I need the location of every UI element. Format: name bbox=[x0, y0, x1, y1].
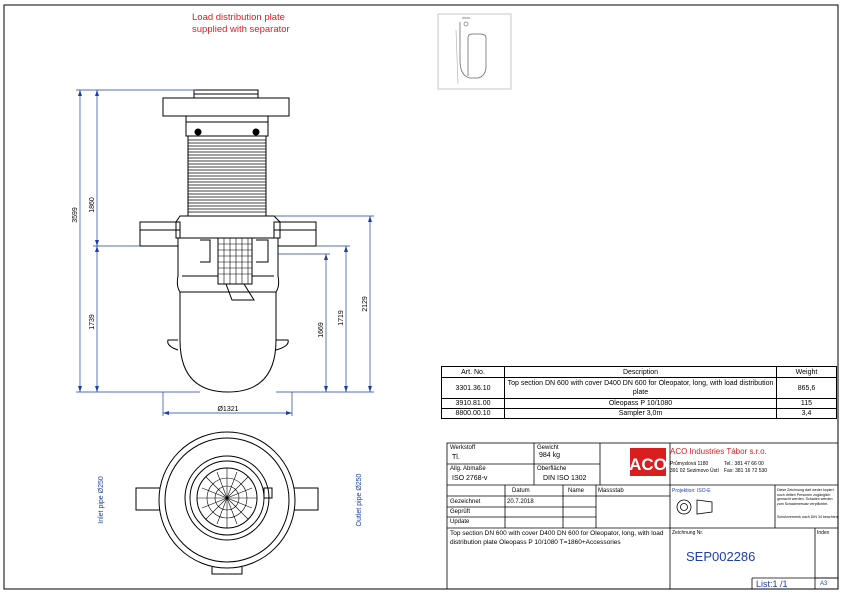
description-cell: Sampler 3,0m bbox=[504, 408, 777, 419]
gewicht-value: 984 kg bbox=[539, 452, 561, 459]
description-cell: Oleopass P 10/1080 bbox=[504, 398, 777, 409]
outlet-pipe-label: Outlet pipe Ø250 bbox=[356, 473, 363, 526]
note-line-2: supplied with separator bbox=[192, 24, 290, 35]
cover-pattern bbox=[197, 468, 257, 528]
company-name: ACO Industries Tábor s.r.o. bbox=[670, 447, 767, 456]
art-no-cell: 8800.00.10 bbox=[441, 408, 505, 419]
update-label: Update bbox=[450, 519, 470, 525]
art-no-cell: 3301.36.10 bbox=[441, 377, 505, 399]
werkstoff-label: Werkstoff bbox=[450, 445, 476, 451]
geprueft-label: Geprüft bbox=[450, 509, 471, 515]
dim-diameter: Ø1321 bbox=[217, 406, 238, 413]
gewicht-label: Gewicht bbox=[537, 445, 559, 451]
inlet-nozzle bbox=[135, 487, 163, 511]
gezeichnet-label: Gezeichnet bbox=[450, 499, 481, 505]
sheet-format: A3 bbox=[820, 581, 828, 587]
company-address-2: 391 02 Sezimovo Ústí bbox=[670, 468, 719, 474]
name-label: Name bbox=[568, 488, 585, 494]
load-plate-note: Load distribution plate supplied with se… bbox=[192, 12, 322, 36]
massstab-label: Massstab bbox=[598, 488, 624, 494]
parts-header-row: Art. No. Description Weight bbox=[441, 366, 837, 378]
allg-abmasse-label: Allg. Abmaße bbox=[450, 466, 486, 472]
dim-2129: 2129 bbox=[362, 296, 369, 312]
col-art-no: Art. No. bbox=[441, 366, 505, 378]
company-phone: Tel.: 381 47 66 00 bbox=[724, 461, 764, 467]
table-row: 3301.36.10 Top section DN 600 with cover… bbox=[441, 377, 837, 399]
oberflaeche-value: DIN ISO 1302 bbox=[543, 475, 587, 482]
dim-1739: 1739 bbox=[89, 314, 96, 330]
shaft-corrugations bbox=[188, 139, 266, 213]
company-address-1: Průmyslová 1180 bbox=[670, 461, 709, 467]
outlet-pipe-section bbox=[273, 221, 317, 247]
dim-1860: 1860 bbox=[89, 197, 96, 213]
projection-symbol bbox=[676, 499, 713, 515]
parts-table: Art. No. Description Weight 3301.36.10 T… bbox=[441, 366, 837, 419]
zeichnung-label: Zeichnung Nr. bbox=[672, 530, 704, 536]
svg-text:ACO: ACO bbox=[629, 455, 667, 474]
dimension-arrows bbox=[78, 90, 372, 415]
dim-1669: 1669 bbox=[318, 322, 325, 338]
table-row: 8800.00.10 Sampler 3,0m 3,4 bbox=[441, 408, 837, 419]
title-block-grid bbox=[446, 442, 839, 590]
table-row: 3910.81.00 Oleopass P 10/1080 115 bbox=[441, 398, 837, 409]
allg-abmasse-value: ISO 2768-v bbox=[452, 475, 488, 482]
copyright-notice-din: Schutzvermerk nach DIN 34 beachten bbox=[777, 515, 838, 519]
weight-cell: 3,4 bbox=[776, 408, 837, 419]
drawing-title: Top section DN 600 with cover D400 DN 60… bbox=[450, 530, 664, 546]
werkstoff-value: Tl. bbox=[452, 454, 460, 461]
col-description: Description bbox=[504, 366, 777, 378]
copyright-notice: Diese Zeichnung darf weder kopiert noch … bbox=[777, 488, 834, 506]
index-label: Index bbox=[817, 530, 830, 536]
datum-label: Datum bbox=[512, 488, 530, 494]
filter-insert bbox=[217, 237, 253, 285]
outlet-nozzle bbox=[291, 487, 319, 511]
company-fax: Fax: 381 16 72 530 bbox=[724, 468, 768, 474]
load-distribution-plate bbox=[162, 97, 290, 117]
dim-1719: 1719 bbox=[338, 310, 345, 326]
col-weight: Weight bbox=[776, 366, 837, 378]
note-line-1: Load distribution plate bbox=[192, 12, 285, 23]
front-dimension-lines bbox=[76, 89, 374, 416]
thumbnail-preview bbox=[437, 13, 512, 90]
dim-3599: 3599 bbox=[72, 207, 79, 223]
projektion-label: Projektion: ISO-E bbox=[672, 488, 711, 494]
aco-logo: ACO bbox=[629, 448, 667, 476]
drawing-frame bbox=[3, 4, 839, 590]
art-no-cell: 3910.81.00 bbox=[441, 398, 505, 409]
inlet-pipe-section bbox=[139, 221, 181, 247]
weight-cell: 865,6 bbox=[776, 377, 837, 399]
drawing-number: SEP002286 bbox=[686, 549, 756, 564]
weight-cell: 115 bbox=[776, 398, 837, 409]
inlet-pipe-label: Inlet pipe Ø250 bbox=[98, 476, 105, 524]
oberflaeche-label: Oberfläche bbox=[537, 466, 567, 472]
front-view bbox=[139, 89, 317, 393]
description-cell: Top section DN 600 with cover D400 DN 60… bbox=[504, 377, 777, 399]
top-view bbox=[135, 431, 319, 575]
sheet-number: List:1 /1 bbox=[756, 579, 788, 589]
gezeichnet-date: 20.7.2018 bbox=[507, 499, 534, 505]
